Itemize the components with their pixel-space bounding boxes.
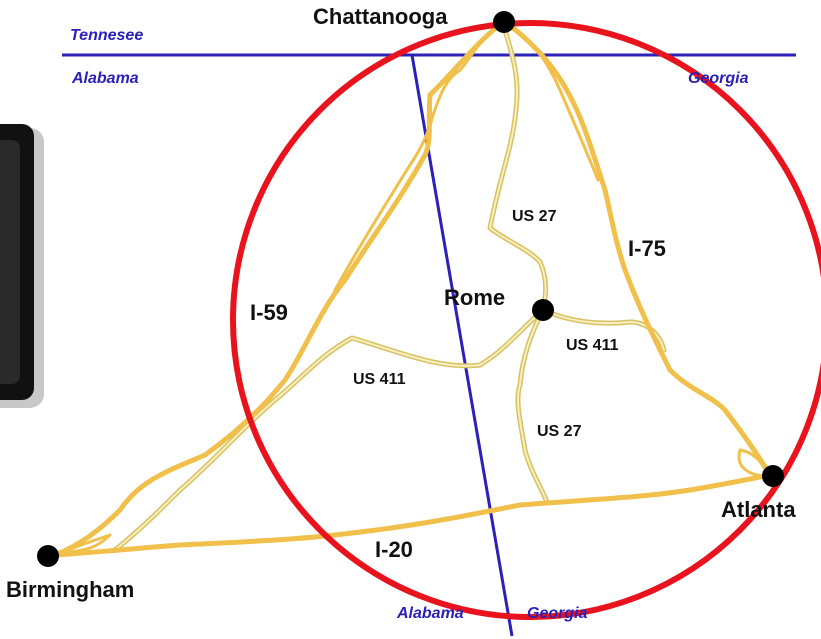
- state-label-alabama-bottom: Alabama: [396, 605, 464, 622]
- route-us27-north: [487, 27, 549, 313]
- state-label-alabama-top: Alabama: [71, 70, 139, 87]
- route-label-us411-east: US 411: [566, 337, 619, 354]
- route-label-i59: I-59: [250, 300, 288, 325]
- city-label-atlanta: Atlanta: [721, 497, 796, 522]
- city-dot-rome: [532, 299, 554, 321]
- city-label-birmingham: Birmingham: [6, 577, 134, 602]
- city-label-rome: Rome: [444, 285, 505, 310]
- state-label-georgia-bottom: Georgia: [527, 605, 588, 622]
- state-label-tennessee: Tennesee: [70, 27, 143, 44]
- route-label-us27-south: US 27: [537, 423, 582, 440]
- city-dot-chattanooga: [493, 11, 515, 33]
- highlight-circle: [230, 20, 821, 620]
- route-i59: [52, 23, 501, 558]
- route-label-i75: I-75: [628, 236, 666, 261]
- side-panel: [0, 124, 44, 408]
- route-label-i20: I-20: [375, 537, 413, 562]
- city-dot-atlanta: [762, 465, 784, 487]
- route-i20: [52, 472, 773, 558]
- city-dot-birmingham: [37, 545, 59, 567]
- route-label-us27-north: US 27: [512, 208, 557, 225]
- route-label-us411-west: US 411: [353, 371, 406, 388]
- city-label-chattanooga: Chattanooga: [313, 4, 448, 29]
- route-i75: [502, 19, 773, 478]
- state-label-georgia-top: Georgia: [688, 70, 749, 87]
